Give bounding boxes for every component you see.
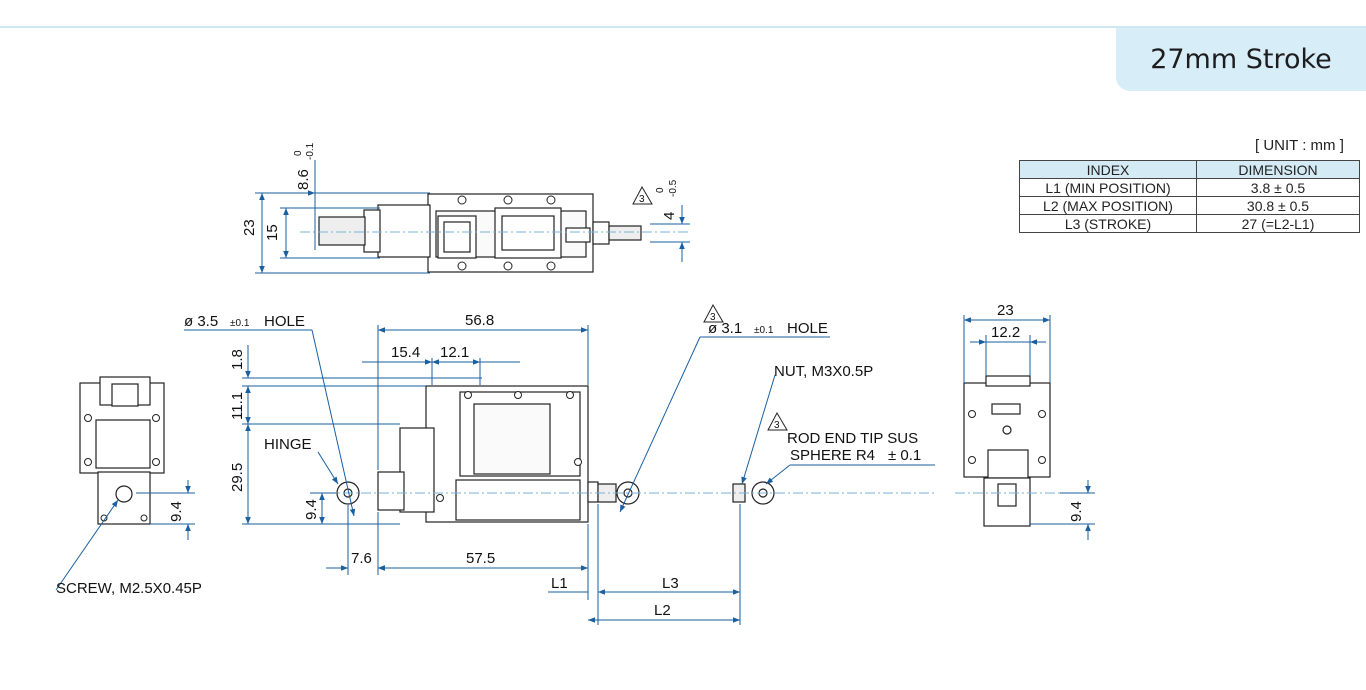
table-header-index: INDEX [1019, 160, 1197, 179]
table-cell: L3 (STROKE) [1019, 214, 1197, 233]
table-row: L2 (MAX POSITION) 30.8 ± 0.5 [1019, 196, 1360, 215]
dim-12-1-label: 12.1 [440, 344, 469, 361]
dim-9-4-label: 9.4 [168, 501, 185, 522]
table-row: L3 (STROKE) 27 (=L2-L1) [1019, 214, 1360, 233]
side-view: ø 3.5 ±0.1 HOLE 56.8 15.4 12.1 1.8 11.1 … [184, 303, 935, 625]
dim-4-tol-lower: -0.5 [668, 179, 679, 197]
l1-label: L1 [551, 575, 568, 592]
l2-label: L2 [654, 602, 671, 619]
dim-15-4-label: 15.4 [391, 344, 420, 361]
hole-right-tol: ±0.1 [754, 325, 774, 336]
revision-mark: 3 [710, 312, 716, 323]
side-view-dimension-lines [184, 325, 935, 625]
top-view-screws [457, 195, 556, 271]
top-view-body [318, 193, 642, 273]
table-header-dimension: DIMENSION [1196, 160, 1360, 179]
dim-7-6-label: 7.6 [351, 550, 372, 567]
revision-triangle: 3 [767, 411, 788, 431]
right-end-view: 23 12.2 9.4 [955, 302, 1095, 540]
right-end-view-dimension-lines [963, 315, 1095, 540]
table-cell: L2 (MAX POSITION) [1019, 196, 1197, 215]
screw-label: SCREW, M2.5X0.45P [56, 580, 202, 597]
side-view-body [336, 385, 775, 523]
table-cell: 30.8 ± 0.5 [1196, 196, 1360, 215]
revision-mark: 3 [774, 420, 780, 431]
stroke-title: 27mm Stroke [1150, 44, 1332, 75]
dim-8-6-tol-upper: 0 [293, 150, 304, 156]
rod-end-label: ROD END TIP SUS [787, 430, 918, 447]
dim-1-8-label: 1.8 [229, 349, 246, 370]
revision-triangle: 3 [703, 303, 724, 323]
hole-left-label: HOLE [264, 313, 305, 330]
left-end-view-screws [84, 414, 160, 522]
dimension-table: INDEX DIMENSION L1 (MIN POSITION) 3.8 ± … [1019, 160, 1360, 233]
left-end-view-dimension-lines [55, 480, 195, 591]
dim-11-1-label: 11.1 [229, 392, 246, 420]
stroke-badge: 27mm Stroke [1116, 28, 1366, 91]
dim-29-5-label: 29.5 [229, 463, 246, 492]
side-view-screws [436, 391, 582, 502]
nut-label: NUT, M3X0.5P [774, 363, 873, 380]
dim-57-5-label: 57.5 [466, 550, 495, 567]
dim-4-tol-upper: 0 [655, 187, 666, 193]
revision-triangle: 3 [632, 185, 653, 205]
table-header-row: INDEX DIMENSION [1019, 160, 1360, 179]
dim-9-4-label: 9.4 [1068, 501, 1085, 522]
top-view: 23 15 8.6 0 -0.1 3 4 0 -0.5 [241, 142, 690, 274]
dim-23-label: 23 [241, 219, 258, 236]
left-end-view-body [79, 376, 165, 525]
hole-left-tol: ±0.1 [230, 318, 250, 329]
revision-mark: 3 [639, 194, 645, 205]
table-cell: 27 (=L2-L1) [1196, 214, 1360, 233]
dim-8-6-tol-lower: -0.1 [305, 142, 316, 160]
dim-12-2-label: 12.2 [991, 324, 1020, 341]
sphere-tol: ± 0.1 [888, 447, 921, 464]
dim-23-label: 23 [997, 302, 1014, 319]
hole-left-dia: ø 3.5 [184, 313, 218, 330]
dim-8-6-label: 8.6 [295, 169, 312, 190]
top-view-dimension-lines [255, 160, 690, 274]
dim-9-4-label: 9.4 [303, 499, 320, 520]
right-end-view-screws [968, 410, 1046, 464]
dim-56-8-label: 56.8 [465, 312, 494, 329]
right-end-view-body [963, 375, 1051, 527]
unit-label: [ UNIT : mm ] [1255, 137, 1344, 154]
hole-right-label: HOLE [787, 320, 828, 337]
hinge-label: HINGE [264, 436, 312, 453]
dim-4-label: 4 [661, 212, 678, 220]
left-end-view: 9.4 SCREW, M2.5X0.45P [55, 376, 202, 597]
header-divider [0, 26, 1366, 28]
hole-right-dia: ø 3.1 [708, 320, 742, 337]
sphere-label: SPHERE R4 [790, 447, 875, 464]
dim-15-label: 15 [264, 224, 281, 241]
l3-label: L3 [662, 575, 679, 592]
